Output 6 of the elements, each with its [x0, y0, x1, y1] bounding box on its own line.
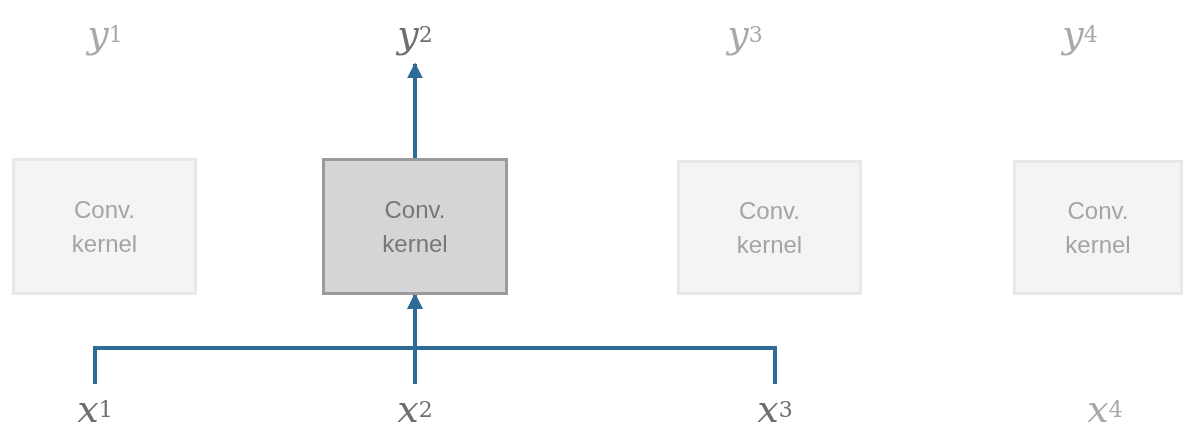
arrow: [407, 62, 423, 158]
kernel-label: Conv. kernel: [1064, 195, 1132, 260]
kernel-box: [322, 158, 508, 295]
kernel-label: Conv. kernel: [735, 195, 804, 260]
kernel-label: Conv. kernel: [70, 194, 139, 259]
kernel-label: Conv. kernel: [381, 194, 449, 259]
